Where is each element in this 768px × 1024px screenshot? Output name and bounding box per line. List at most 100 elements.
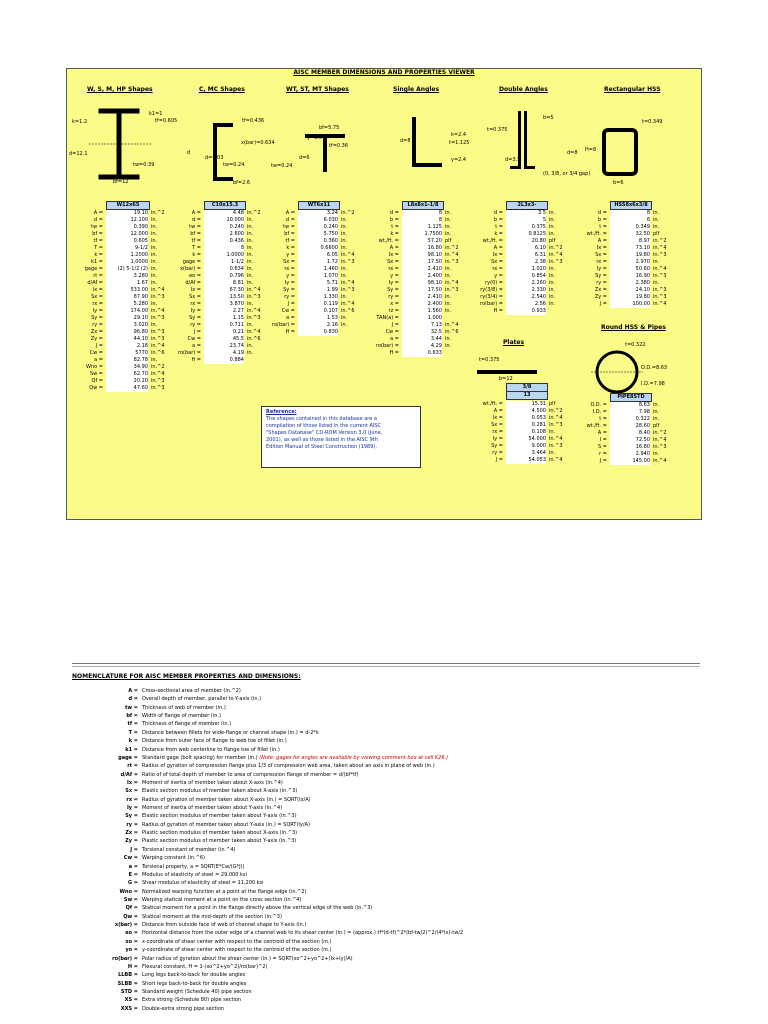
property-value: 1.2000 bbox=[106, 252, 148, 259]
property-symbol: Zx = bbox=[594, 287, 607, 293]
property-symbol: rx = bbox=[190, 301, 201, 307]
property-unit: in. bbox=[445, 273, 452, 279]
shape-name-box-2[interactable]: 13 bbox=[506, 391, 548, 400]
label-dl-gap: (0, 3/8, or 3/4 gap) bbox=[543, 171, 590, 177]
c-shape-figure bbox=[213, 123, 233, 181]
definition-text: Flexural constant, H = 1-(xo^2+yo^2)/ro(… bbox=[142, 963, 268, 970]
property-unit: in.^4 bbox=[653, 437, 667, 443]
nomenclature-definition: Horizontal distance from the outer edge … bbox=[142, 930, 463, 936]
property-unit: in. bbox=[247, 301, 254, 307]
label-w-bf: bf=12 bbox=[113, 179, 129, 185]
nomenclature-definition: Modulus of elasticity of steel = 29,000 … bbox=[142, 872, 247, 878]
property-unit: in. bbox=[653, 402, 660, 408]
property-symbol: wt./ft. = bbox=[482, 238, 503, 244]
shape-name-box[interactable]: W12x65 bbox=[106, 201, 150, 210]
nomenclature-definition: Shear modulus of elasticity of steel = 1… bbox=[142, 880, 264, 886]
nomenclature-symbol: H = bbox=[127, 963, 138, 970]
property-value: 2.330 bbox=[506, 287, 546, 294]
property-value: 3.5 bbox=[506, 210, 546, 217]
property-value: 47.60 bbox=[106, 385, 148, 392]
reference-line: Edition Manual of Steel Construction (19… bbox=[266, 444, 377, 450]
property-unit: in. bbox=[445, 294, 452, 300]
hss-figure bbox=[602, 128, 638, 176]
property-symbol: J = bbox=[599, 458, 607, 464]
property-symbol: Qf = bbox=[91, 378, 103, 384]
property-value: 0.375 bbox=[506, 224, 546, 231]
shape-name-box[interactable]: PIPE8STD bbox=[610, 393, 652, 402]
label-c-tf: tf=0.436 bbox=[242, 118, 264, 124]
property-unit: in.^4 bbox=[247, 287, 261, 293]
property-value: 8 bbox=[204, 245, 244, 252]
reference-title: Reference: bbox=[266, 409, 297, 415]
property-value: 0.711 bbox=[204, 322, 244, 329]
property-symbol: b = bbox=[390, 217, 399, 223]
property-unit: in. bbox=[151, 217, 158, 223]
nomenclature-list: A =Cross-sectional area of member (in.^2… bbox=[72, 688, 700, 1014]
nomenclature-item: eo =Horizontal distance from the outer e… bbox=[72, 930, 700, 938]
property-unit: in. bbox=[341, 231, 348, 237]
property-value: 8 bbox=[402, 217, 442, 224]
property-unit: in. bbox=[445, 231, 452, 237]
property-unit: in.^4 bbox=[151, 343, 165, 349]
definition-text: Elastic section modulus of member taken … bbox=[142, 788, 298, 795]
property-unit: in. bbox=[151, 280, 158, 286]
definition-text: x-coordinate of shear center with respec… bbox=[142, 938, 332, 945]
nomenclature-item: ry =Radius of gyration of member taken a… bbox=[72, 822, 700, 830]
property-value: 19.10 bbox=[106, 210, 148, 217]
label-c-bf: bf=2.6 bbox=[233, 180, 250, 186]
property-unit: in. bbox=[653, 259, 660, 265]
reference-note: Reference: The shapes contained in this … bbox=[261, 406, 421, 468]
label-hss-h: H=8 bbox=[585, 147, 596, 153]
property-unit: in.^3 bbox=[151, 315, 165, 321]
definition-text: Short legs back-to-back for double angle… bbox=[142, 980, 247, 987]
property-unit: in. bbox=[341, 294, 348, 300]
property-symbol: Sx = bbox=[491, 259, 503, 265]
nomenclature-symbol: ry = bbox=[126, 821, 138, 828]
shape-name-box[interactable]: 2L3x3-1/2x3/8SLBB bbox=[506, 201, 548, 215]
property-value: 5.750 bbox=[298, 231, 338, 238]
shape-name-box[interactable]: L8x8x1-1/8 bbox=[402, 201, 444, 210]
property-row: H =0.830 bbox=[265, 329, 359, 336]
property-symbol: Sy = bbox=[491, 443, 503, 449]
property-value: 45.5 bbox=[204, 336, 244, 343]
property-value: 0.322 bbox=[610, 416, 650, 423]
nomenclature-symbol: XS = bbox=[124, 997, 138, 1004]
property-symbol: d = bbox=[494, 210, 503, 216]
property-unit: in.^3 bbox=[549, 443, 563, 449]
property-symbol: Zy = bbox=[594, 294, 607, 300]
shape-name-box[interactable]: WT6x11 bbox=[298, 201, 340, 210]
nomenclature-item: gage =Standard gage (bolt spacing) for m… bbox=[72, 755, 700, 763]
property-unit: plf bbox=[653, 423, 660, 429]
nomenclature-symbol: Sx = bbox=[125, 788, 138, 795]
shape-name-box[interactable]: C10x15.3 bbox=[204, 201, 246, 210]
property-symbol: ro(bar) = bbox=[376, 343, 399, 349]
property-symbol: Ix = bbox=[596, 245, 607, 251]
shape-name-box[interactable]: HSS8x6x3/8 bbox=[610, 201, 652, 210]
property-value: 7.98 bbox=[610, 409, 650, 416]
shape-diagrams: k1=1 tf=0.605 k=1.2 d=12.1 tw=0.39 bf=12… bbox=[69, 108, 667, 394]
property-symbol: eo = bbox=[189, 273, 201, 279]
label-l-t: t=1.125 bbox=[449, 140, 469, 146]
property-unit: in. bbox=[247, 252, 254, 258]
property-value: 0.21 bbox=[204, 329, 244, 336]
definition-text: Shear modulus of elasticity of steel = 1… bbox=[142, 880, 264, 887]
label-c-tw: tw=0.24 bbox=[223, 162, 244, 168]
property-unit: in.^3 bbox=[549, 422, 563, 428]
nomenclature-item: A =Cross-sectional area of member (in.^2… bbox=[72, 688, 700, 696]
